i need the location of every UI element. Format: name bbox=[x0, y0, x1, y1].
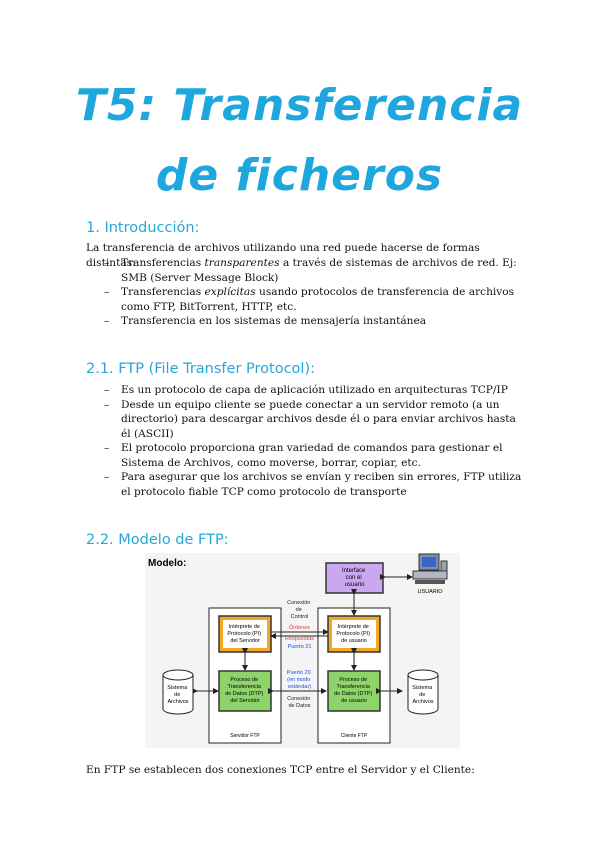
ftp-model-diagram: Modelo: Interface con el usuario Intérpr… bbox=[145, 553, 460, 748]
svg-text:Proceso de Transferencia: Proceso de Transferencia de Datos (DTP) … bbox=[225, 677, 265, 704]
computer-user-icon bbox=[412, 553, 448, 584]
svg-text:Conexión de Datos: Conexión de Datos bbox=[287, 696, 312, 709]
respuestas-label: Respuestas bbox=[285, 636, 314, 642]
interface-box bbox=[325, 562, 384, 594]
section-heading-model: 2.2. Modelo de FTP: bbox=[86, 532, 229, 548]
list-item: Transferencias transparentes a través de… bbox=[104, 256, 524, 285]
client-caption: Cliente FTP bbox=[341, 733, 368, 739]
svg-text:Intérprete de Protocolo (P: Intérprete de Protocolo (PI) del Servido… bbox=[227, 624, 262, 644]
filesystem-right-icon bbox=[407, 669, 439, 715]
svg-text:Sistema de Archivos: Sistema de Archivos bbox=[412, 685, 433, 705]
puerto21-label: Puerto 21 bbox=[288, 644, 312, 650]
svg-text:Interface con el usuar: Interface con el usuario bbox=[342, 568, 367, 588]
filesystem-left-icon bbox=[162, 669, 194, 715]
page-title-line-2: de ficheros bbox=[155, 150, 444, 201]
list-item: Es un protocolo de capa de aplicación ut… bbox=[104, 383, 524, 398]
list-item: Para asegurar que los archivos se envían… bbox=[104, 470, 524, 499]
svg-text:Puerto 20 (en modo est: Puerto 20 (en modo estándar) bbox=[287, 670, 312, 690]
page-title-line-1: T5: Transferencia bbox=[75, 80, 524, 131]
section-heading-intro: 1. Introducción: bbox=[86, 220, 200, 236]
svg-text:Conexión de Control: Conexión de Control bbox=[287, 600, 312, 620]
svg-text:Proceso de Transferencia: Proceso de Transferencia de Datos (DTP) … bbox=[334, 677, 374, 704]
svg-text:Sistema de Archivos: Sistema de Archivos bbox=[167, 685, 188, 705]
list-item: El protocolo proporciona gran variedad d… bbox=[104, 441, 524, 470]
section-heading-ftp: 2.1. FTP (File Transfer Protocol): bbox=[86, 361, 315, 377]
dtp-server-box bbox=[218, 670, 272, 712]
intro-list: Transferencias transparentes a través de… bbox=[104, 256, 524, 329]
list-item: Transferencia en los sistemas de mensaje… bbox=[104, 314, 524, 329]
user-label: USUARIO bbox=[417, 589, 443, 595]
ordenes-label: Órdenes bbox=[289, 624, 310, 631]
model-footer-text: En FTP se establecen dos conexiones TCP … bbox=[86, 764, 475, 776]
diagram-label: Modelo: bbox=[148, 558, 186, 569]
server-caption: Servidor FTP bbox=[230, 733, 260, 739]
ftp-list: Es un protocolo de capa de aplicación ut… bbox=[104, 383, 524, 499]
list-item: Transferencias explícitas usando protoco… bbox=[104, 285, 524, 314]
svg-text:Intérprete de Protocolo (P: Intérprete de Protocolo (PI) de usuario bbox=[336, 624, 371, 644]
list-item: Desde un equipo cliente se puede conecta… bbox=[104, 398, 524, 442]
